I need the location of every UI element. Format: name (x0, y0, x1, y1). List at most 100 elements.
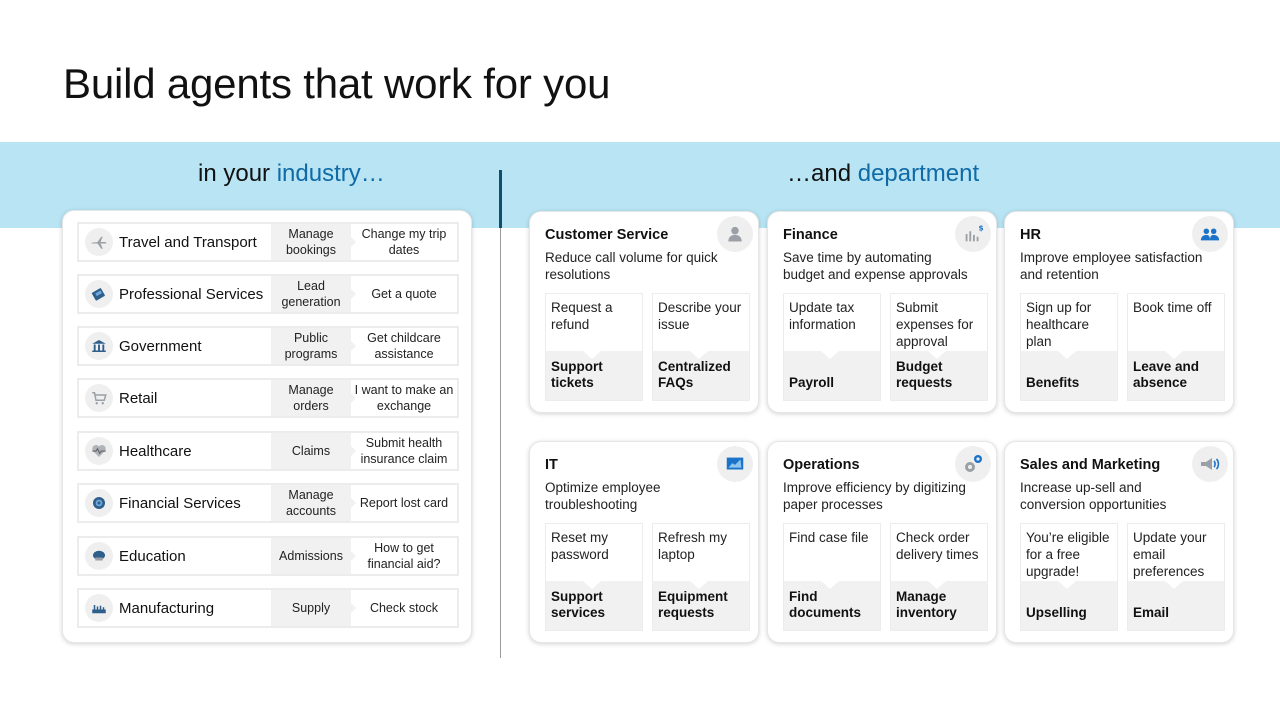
page-title: Build agents that work for you (63, 60, 611, 107)
dept-item-label: Upselling (1026, 605, 1087, 620)
industry-example: Check stock (350, 590, 457, 626)
industry-row-government: Government Public programs Get childcare… (77, 326, 459, 366)
industry-scenario: Supply (271, 590, 351, 626)
dept-card-it: IT Optimize employee troubleshooting Res… (529, 441, 759, 643)
department-heading-prefix: …and (787, 160, 858, 187)
dept-item-label: Find documents (789, 589, 862, 620)
industry-card: Travel and Transport Manage bookings Cha… (62, 210, 472, 643)
dept-item-prompt: Reset my password (551, 530, 609, 562)
industry-row-travel: Travel and Transport Manage bookings Cha… (77, 222, 459, 262)
svg-text:$: $ (979, 223, 984, 232)
industry-scenario: Admissions (271, 538, 351, 574)
dept-item: Refresh my laptop Equipment requests (652, 523, 750, 631)
industry-name: Healthcare (119, 442, 192, 460)
dept-item-prompt: Book time off (1133, 300, 1212, 315)
industry-scenario: Claims (271, 433, 351, 469)
dept-item: Describe your issue Centralized FAQs (652, 293, 750, 401)
dept-item-prompt: Describe your issue (658, 300, 742, 332)
industry-heading-prefix: in your (198, 160, 277, 187)
industry-scenario: Lead generation (271, 276, 351, 312)
dept-item: Book time off Leave and absence (1127, 293, 1225, 401)
dept-item: Update your email preferences Email (1127, 523, 1225, 631)
industry-row-manufacturing: Manufacturing Supply Check stock (77, 588, 459, 628)
dept-card-hr: HR Improve employee satisfaction and ret… (1004, 211, 1234, 413)
heart-pulse-icon (85, 437, 113, 465)
dept-item-prompt: Submit expenses for approval (896, 300, 974, 349)
industry-name: Professional Services (119, 285, 264, 303)
industry-scenario: Public programs (271, 328, 351, 364)
dept-item: Check order delivery times Manage invent… (890, 523, 988, 631)
people-icon (1192, 216, 1228, 252)
industry-scenario: Manage bookings (271, 224, 351, 260)
dept-item-label: Payroll (789, 375, 835, 390)
dept-description: Save time by automating budget and expen… (783, 250, 968, 282)
dept-title: HR (1020, 227, 1041, 243)
dept-item-label: Equipment requests (658, 589, 728, 620)
monitor-chart-icon (717, 446, 753, 482)
industry-name: Government (119, 337, 202, 355)
dept-description: Reduce call volume for quick resolutions (545, 250, 718, 282)
industry-name: Financial Services (119, 494, 241, 512)
dept-item: Reset my password Support services (545, 523, 643, 631)
dept-item-label: Budget requests (896, 359, 953, 390)
industry-example: Report lost card (350, 485, 457, 521)
dept-item-prompt: You’re eligible for a free upgrade! (1026, 530, 1110, 579)
dept-title: Customer Service (545, 227, 669, 243)
industry-example: How to get financial aid? (350, 538, 457, 574)
dept-item-label: Support tickets (551, 359, 603, 390)
dept-item-label: Manage inventory (896, 589, 957, 620)
industry-row-healthcare: Healthcare Claims Submit health insuranc… (77, 431, 459, 471)
dept-card-sales-marketing: Sales and Marketing Increase up-sell and… (1004, 441, 1234, 643)
airplane-icon (85, 228, 113, 256)
dept-item-prompt: Request a refund (551, 300, 613, 332)
dept-item-label: Support services (551, 589, 606, 620)
industry-scenario: Manage orders (271, 380, 351, 416)
shopping-cart-icon (85, 384, 113, 412)
department-heading-accent: department (857, 160, 980, 187)
dept-item-prompt: Refresh my laptop (658, 530, 728, 562)
factory-icon (85, 594, 113, 622)
industry-example: Get childcare assistance (350, 328, 457, 364)
dept-title: Sales and Marketing (1020, 457, 1161, 473)
dept-item: You’re eligible for a free upgrade! Upse… (1020, 523, 1118, 631)
dept-item: Sign up for healthcare plan Benefits (1020, 293, 1118, 401)
industry-example: Get a quote (350, 276, 457, 312)
dept-item: Update tax information Payroll (783, 293, 881, 401)
person-icon (717, 216, 753, 252)
dept-item-prompt: Update your email preferences (1133, 530, 1207, 579)
industry-example: I want to make an exchange (350, 380, 457, 416)
dept-item-prompt: Update tax information (789, 300, 856, 332)
dept-card-customer-service: Customer Service Reduce call volume for … (529, 211, 759, 413)
industry-example: Change my trip dates (350, 224, 457, 260)
industry-row-retail: Retail Manage orders I want to make an e… (77, 378, 459, 418)
dept-item-prompt: Sign up for healthcare plan (1026, 300, 1092, 349)
dept-item: Find case file Find documents (783, 523, 881, 631)
industry-row-professional-services: Professional Services Lead generation Ge… (77, 274, 459, 314)
dept-title: Operations (783, 457, 860, 473)
megaphone-icon (1192, 446, 1228, 482)
industry-row-financial-services: Financial Services Manage accounts Repor… (77, 483, 459, 523)
finance-chart-icon: $ (955, 216, 991, 252)
industry-name: Education (119, 547, 186, 565)
dept-item-label: Email (1133, 605, 1170, 620)
dept-description: Improve employee satisfaction and retent… (1020, 250, 1203, 282)
industry-heading-accent: industry… (276, 160, 385, 187)
industry-row-education: Education Admissions How to get financia… (77, 536, 459, 576)
industry-name: Travel and Transport (119, 233, 257, 251)
department-heading: …and department (787, 160, 979, 188)
dept-card-operations: Operations Improve efficiency by digitiz… (767, 441, 997, 643)
dept-description: Optimize employee troubleshooting (545, 480, 661, 512)
industry-name: Manufacturing (119, 599, 215, 617)
graduation-cap-icon (85, 542, 113, 570)
dept-item: Request a refund Support tickets (545, 293, 643, 401)
section-divider-accent (499, 170, 502, 228)
industry-heading: in your industry… (198, 160, 385, 188)
industry-example: Submit health insurance claim (350, 433, 457, 469)
dept-description: Increase up-sell and conversion opportun… (1020, 480, 1167, 512)
dept-title: IT (545, 457, 558, 473)
dept-card-finance: Finance Save time by automating budget a… (767, 211, 997, 413)
dept-description: Improve efficiency by digitizing paper p… (783, 480, 966, 512)
dept-title: Finance (783, 227, 838, 243)
industry-name: Retail (119, 389, 158, 407)
dept-item-prompt: Check order delivery times (896, 530, 979, 562)
